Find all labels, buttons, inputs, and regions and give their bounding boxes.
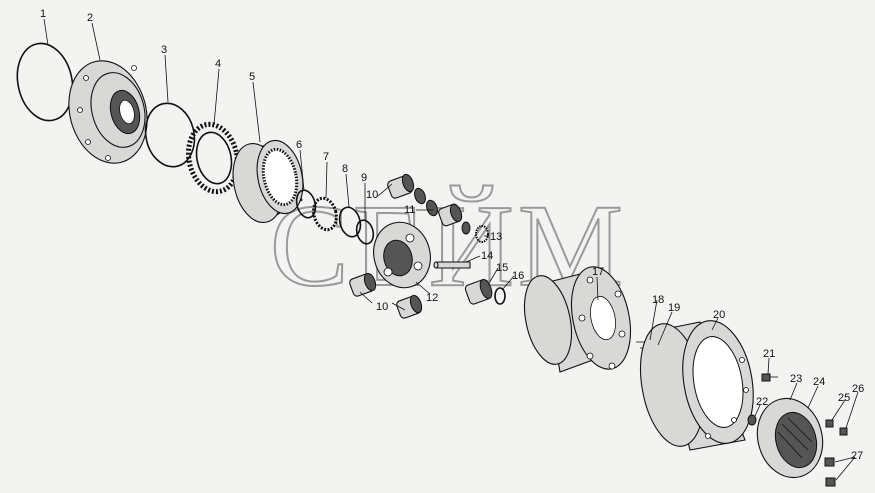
part-25-bolt: [825, 419, 834, 428]
part-27-nuts: [824, 457, 836, 487]
callout-26: 26: [852, 383, 864, 395]
part-2-hub: [68, 60, 148, 164]
part-4-toothed-ring: [185, 121, 241, 195]
part-14-shaft: [433, 261, 471, 269]
callout-19: 19: [668, 302, 680, 314]
callout-15: 15: [496, 262, 508, 274]
part-20-brake-drum: [640, 320, 754, 451]
part-26-bolt: [839, 427, 848, 436]
callout-9: 9: [361, 172, 367, 184]
part-15-sun-gear: [464, 278, 493, 305]
part-16-ring: [494, 287, 506, 305]
callout-labels: 1 2 3 4 5 6 7 8 9 10 11 12 13 14 15 16 1…: [40, 8, 864, 462]
callout-3: 3: [161, 44, 167, 56]
callout-18: 18: [652, 294, 664, 306]
callout-23: 23: [790, 373, 802, 385]
part-10-planet-gear-top: [387, 173, 415, 199]
part-12-planet-carrier: [373, 221, 431, 289]
part-1-snap-ring: [16, 42, 74, 122]
leader-lines: [43, 18, 859, 481]
callout-24: 24: [813, 376, 825, 388]
callout-4: 4: [215, 58, 221, 70]
callout-25: 25: [838, 392, 850, 404]
callout-10: 10: [366, 189, 378, 201]
callout-10-repeat-a: 10: [376, 301, 388, 313]
part-22-washer: [747, 414, 757, 426]
callout-27: 27: [851, 450, 863, 462]
callout-12: 12: [426, 292, 438, 304]
part-13-washer: [475, 225, 489, 243]
callout-14: 14: [481, 250, 493, 262]
callout-1: 1: [40, 8, 46, 20]
callout-20: 20: [713, 309, 725, 321]
part-11-small-gears: [414, 187, 463, 227]
part-17-housing: [523, 266, 631, 373]
part-13-nut: [461, 221, 471, 235]
callout-2: 2: [87, 12, 93, 24]
callout-6: 6: [296, 139, 302, 151]
part-8-ring: [338, 206, 362, 238]
part-7-thrust-ring: [312, 196, 338, 232]
callout-21: 21: [763, 348, 775, 360]
callout-13: 13: [490, 231, 502, 243]
part-21-bolt: [761, 373, 778, 382]
part-5-ring-gear-drum: [232, 139, 304, 223]
part-23-24-hub-cap: [756, 397, 824, 479]
callout-8: 8: [342, 163, 348, 175]
callout-7: 7: [323, 151, 329, 163]
part-9-ring: [355, 219, 375, 245]
callout-11: 11: [404, 204, 415, 216]
part-10-planet-gear-left: [349, 272, 377, 297]
callout-16: 16: [512, 270, 524, 282]
callout-17: 17: [592, 266, 604, 278]
callout-22: 22: [756, 396, 768, 408]
callout-5: 5: [249, 71, 255, 83]
part-10-planet-gear-right: [396, 294, 423, 319]
